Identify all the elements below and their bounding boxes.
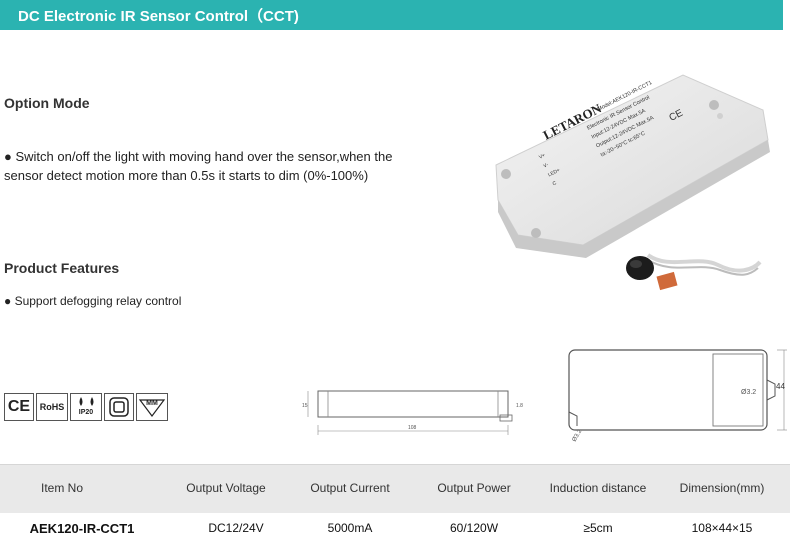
- top-view-drawing: 44 Ø3.2 Ø3.2: [568, 349, 787, 443]
- mount-hole-icon: [531, 228, 541, 238]
- label-wire-3: LED+: [547, 167, 561, 178]
- td-output-power: 60/120W: [449, 521, 499, 535]
- th-dimension: Dimension(mm): [679, 481, 765, 495]
- side-offset-label: 1.8: [516, 403, 523, 409]
- side-length-label: 108: [408, 425, 417, 431]
- label-wire-2: V-: [543, 162, 550, 170]
- product-photo: LETARON Model:AEK120-IR-CCT1 Electronic …: [495, 74, 770, 291]
- option-mode-line-1: ● Switch on/off the light with moving ha…: [4, 149, 393, 164]
- side-view-drawing: 108 15 1.8: [302, 390, 523, 435]
- mount-hole-icon: [501, 169, 511, 179]
- label-wire-1: V+: [538, 152, 546, 160]
- th-output-power: Output Power: [437, 481, 511, 495]
- page-title: DC Electronic IR Sensor Control（CCT): [18, 8, 299, 25]
- class-ii-icon: [104, 393, 134, 421]
- top-width-label: 44: [776, 382, 785, 391]
- mount-hole-icon: [709, 100, 719, 110]
- option-mode-text: ● Switch on/off the light with moving ha…: [4, 147, 454, 185]
- connector-plug-icon: [656, 271, 678, 291]
- hole-top-label: Ø3.2: [741, 389, 756, 396]
- product-features-bullet: ● Support defogging relay control: [4, 294, 182, 308]
- ip20-icon: IP20: [70, 393, 102, 421]
- product-features-title: Product Features: [4, 260, 120, 276]
- spec-table-header-bar: [0, 464, 790, 513]
- rohs-icon: RoHS: [36, 393, 68, 421]
- th-induction-distance: Induction distance: [549, 481, 647, 495]
- side-height-label: 15: [302, 403, 308, 409]
- td-induction-distance: ≥5cm: [583, 521, 613, 535]
- ce-icon: CE: [4, 393, 34, 421]
- option-mode-line-2: sensor detect motion more than 0.5s it s…: [4, 168, 369, 183]
- td-dimension: 108×44×15: [691, 521, 753, 535]
- ir-sensor-head-icon: [626, 256, 654, 280]
- td-output-voltage: DC12/24V: [208, 521, 264, 535]
- th-output-voltage: Output Voltage: [186, 481, 266, 495]
- option-mode-title: Option Mode: [4, 95, 90, 111]
- td-item-no: AEK120-IR-CCT1: [29, 521, 135, 536]
- mm-icon: MM: [136, 393, 168, 421]
- th-item-no: Item No: [40, 481, 83, 495]
- td-output-current: 5000mA: [327, 521, 373, 535]
- label-wire-4: C: [552, 180, 558, 187]
- header-bar: [0, 0, 783, 30]
- th-output-current: Output Current: [310, 481, 390, 495]
